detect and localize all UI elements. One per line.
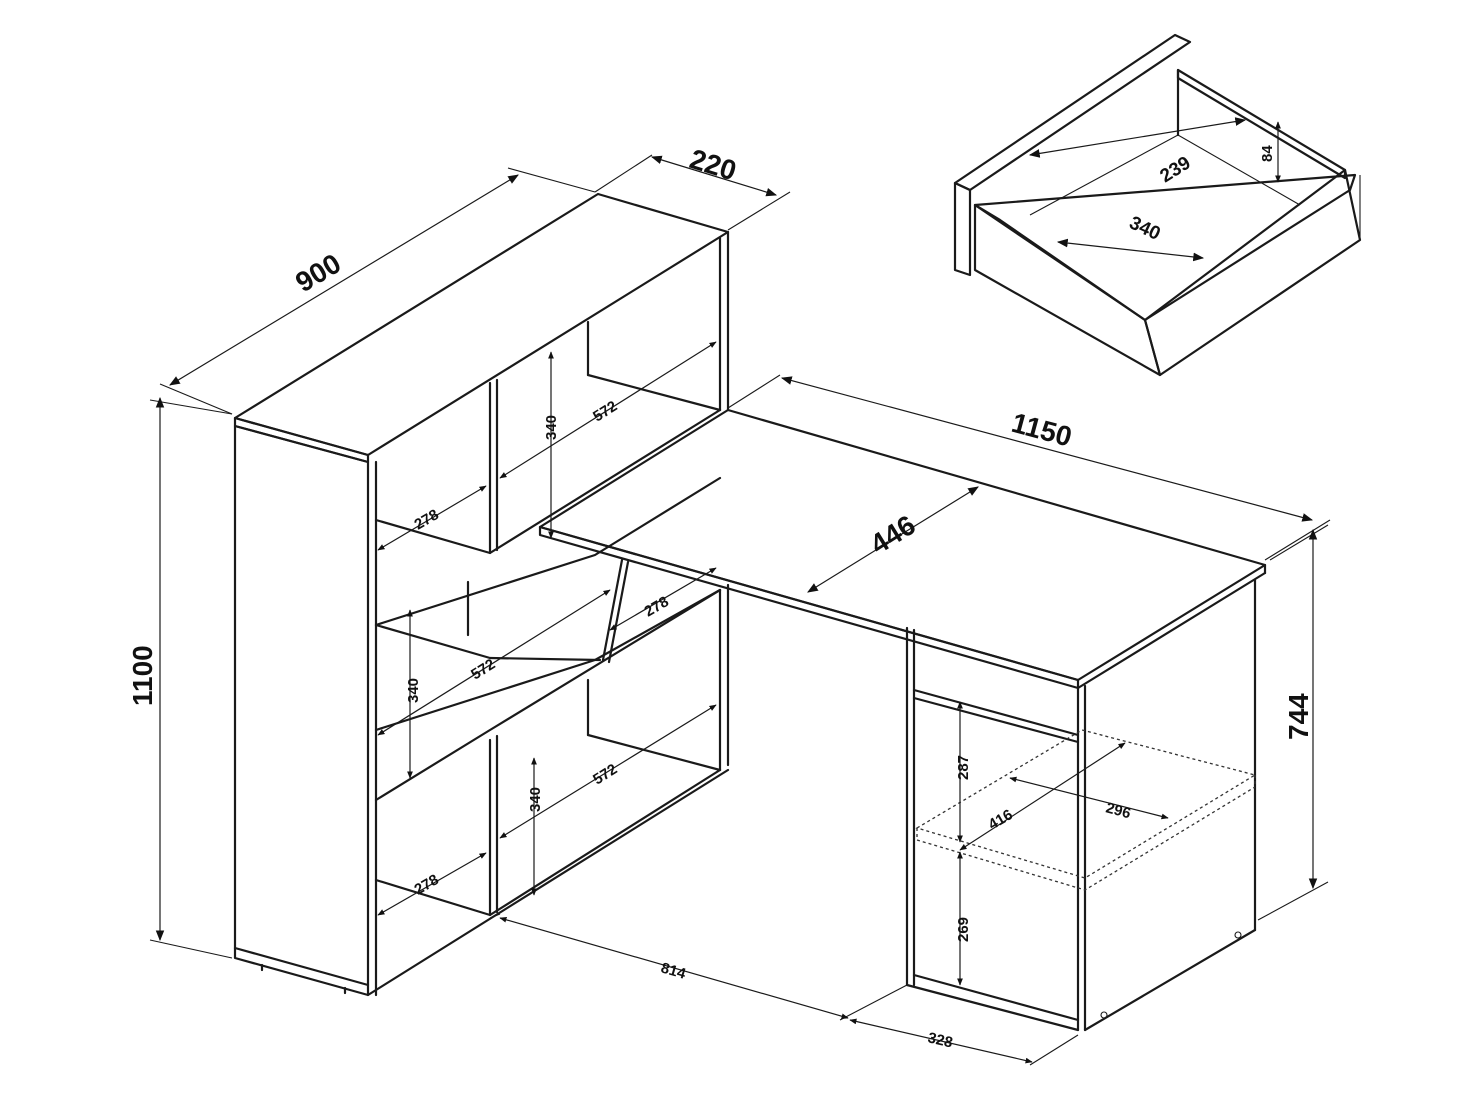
label-cabinet-width: 328 [926,1029,954,1051]
dimension-lines [149,117,1331,1066]
label-cabinet-shelf-width: 416 [986,806,1016,833]
label-drawer-depth: 239 [1157,153,1195,188]
drawer [953,33,1362,377]
label-drawer-width: 340 [1126,212,1164,244]
label-total-height: 1100 [127,645,158,706]
label-mid-compartment-width: 572 [468,656,498,684]
label-shelf-width: 900 [290,248,346,299]
label-bottom-compartment-width: 572 [590,761,620,789]
desk-top [538,408,1267,690]
label-cabinet-lower-height: 269 [955,917,972,942]
label-top-compartment-depth: 278 [412,506,442,533]
label-desk-length: 1150 [1008,407,1075,453]
cabinet [905,578,1257,1032]
label-bottom-compartment-depth: 278 [412,871,442,898]
shelving-unit [233,192,730,997]
label-mid-compartment-height: 340 [405,678,422,703]
label-desk-height: 744 [1283,693,1314,740]
label-drawer-height: 84 [1259,145,1276,162]
label-mid-compartment-depth: 278 [642,593,672,620]
label-cabinet-upper-height: 287 [955,755,972,780]
label-base-length: 814 [659,960,688,983]
label-top-compartment-width: 572 [590,398,620,426]
label-shelf-depth: 220 [686,143,740,186]
label-top-compartment-height: 340 [543,415,560,440]
label-cabinet-shelf-depth: 296 [1104,799,1133,822]
label-bottom-compartment-height: 340 [527,787,544,812]
